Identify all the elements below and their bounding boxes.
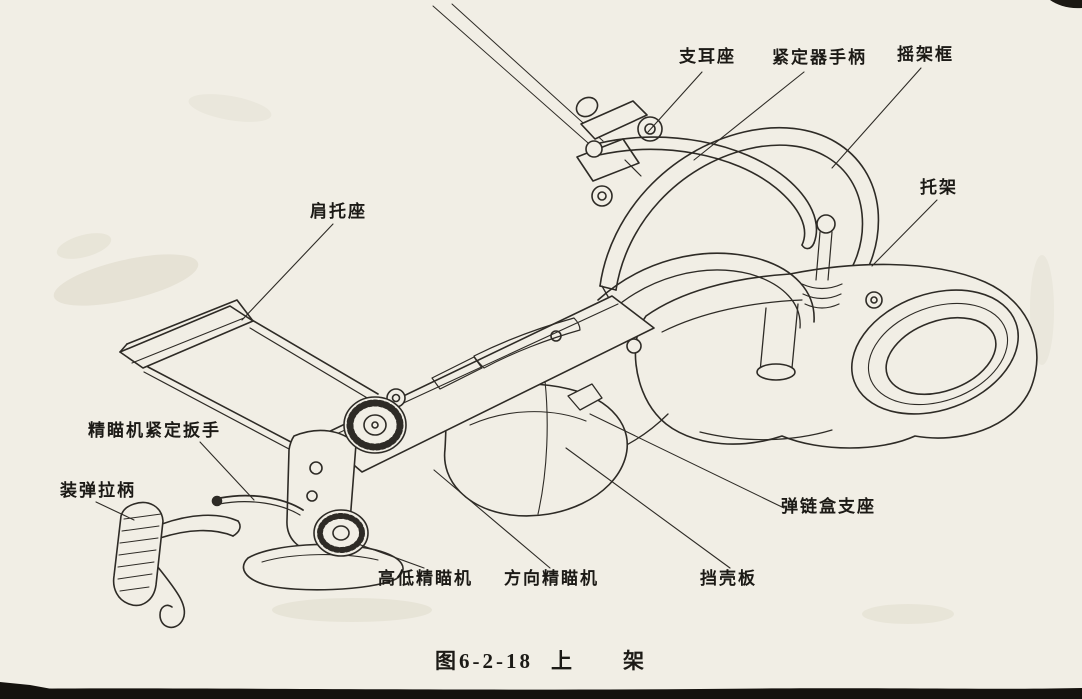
part-label-cradle-frame: 摇架框: [897, 45, 954, 64]
leader-elevation-fine-sight: [357, 543, 425, 569]
figure-caption: 图6-2-18 上 架: [0, 645, 1082, 675]
leader-lines: [95, 67, 938, 569]
leader-shoulder-rest-seat: [241, 223, 334, 321]
leader-case-guard-plate: [565, 447, 731, 569]
leader-belt-box-support: [589, 413, 785, 509]
leader-traverse-fine-sight: [433, 469, 551, 569]
leader-trunnion-seat: [647, 71, 703, 133]
part-label-shoulder-rest-seat: 肩托座: [310, 202, 367, 221]
trunnion-and-handle-drawing: [575, 96, 818, 250]
sight-mechanism-drawing: [242, 396, 407, 591]
part-label-loading-handle: 装弹拉柄: [60, 481, 136, 500]
figure-title: 上 架: [551, 649, 647, 673]
part-label-traverse-fine-sight: 方向精瞄机: [504, 569, 599, 588]
part-label-clamp-handle: 紧定器手柄: [772, 48, 867, 67]
wrench-drawing: [211, 494, 304, 516]
deflector-plate-drawing: [443, 380, 628, 517]
shoulder-rest-drawing: [119, 299, 379, 459]
leader-carrier-bracket: [871, 199, 938, 267]
part-label-carrier-bracket: 托架: [920, 178, 958, 197]
elevation-knob-drawing: [343, 396, 407, 454]
part-label-belt-box-support: 弹链盒支座: [781, 497, 876, 516]
part-label-trunnion-seat: 支耳座: [679, 47, 736, 66]
leader-fine-sight-lock-wrench: [199, 441, 255, 501]
cradle-front-and-support-drawing: [597, 214, 843, 381]
part-label-elevation-fine-sight: 高低精瞄机: [378, 569, 473, 588]
part-label-fine-sight-lock-wrench: 精瞄机紧定扳手: [88, 421, 221, 440]
leader-clamp-handle: [693, 71, 805, 161]
figure-number: 图6-2-18: [435, 649, 533, 673]
carrier-drawing: [569, 263, 1038, 465]
leader-cradle-frame: [831, 67, 922, 169]
loading-handle-drawing: [112, 501, 241, 629]
bleed-marks: [53, 94, 1054, 624]
part-label-case-guard-plate: 挡壳板: [700, 569, 757, 588]
construction-lines: [432, 3, 604, 151]
leader-loading-handle: [95, 501, 135, 521]
traverse-knob-drawing: [313, 509, 369, 557]
